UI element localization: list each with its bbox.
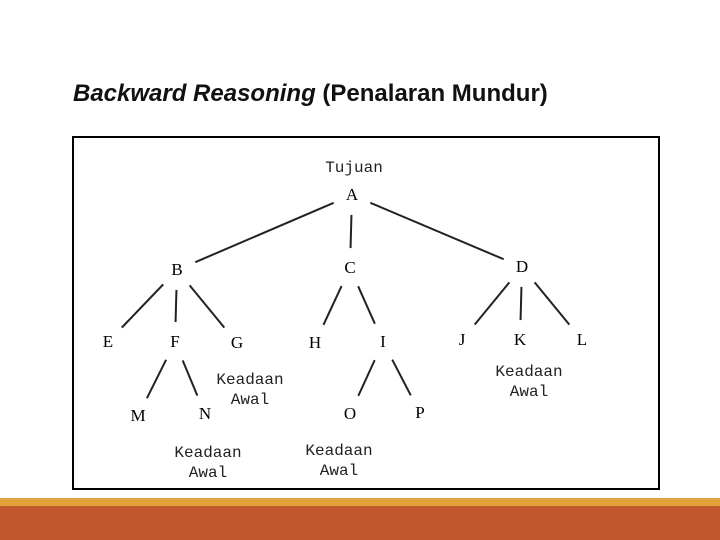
- footer-bar: [0, 506, 720, 540]
- label-initial-g: Keadaan Awal: [216, 371, 284, 409]
- label-initial-o: Keadaan Awal: [305, 442, 373, 480]
- label-initial-k: Keadaan Awal: [495, 363, 563, 401]
- node-c: C: [330, 248, 370, 288]
- label-goal: Tujuan: [325, 159, 383, 177]
- edge-d-l: [532, 280, 572, 327]
- footer-accent-bar: [0, 498, 720, 506]
- edge-b-g: [187, 283, 227, 330]
- edge-f-n: [181, 358, 199, 398]
- title-italic: Backward Reasoning: [73, 80, 316, 107]
- node-e: E: [88, 322, 128, 362]
- node-a: A: [332, 175, 372, 215]
- node-o: O: [330, 394, 370, 434]
- node-i: I: [363, 322, 403, 362]
- label-initial-n: Keadaan Awal: [174, 444, 242, 482]
- node-f: F: [155, 322, 195, 362]
- edge-f-m: [145, 357, 168, 401]
- edge-b-e: [119, 282, 166, 330]
- edge-a-d: [368, 201, 506, 261]
- edge-a-b: [193, 201, 336, 264]
- edge-i-p: [390, 357, 413, 398]
- edge-d-j: [472, 280, 512, 327]
- title-rest: (Penalaran Mundur): [315, 80, 548, 107]
- edge-i-o: [356, 357, 377, 399]
- node-g: G: [217, 323, 257, 363]
- slide-title: Backward Reasoning (Penalaran Mundur): [73, 80, 548, 108]
- edge-c-h: [321, 283, 344, 328]
- node-j: J: [442, 320, 482, 360]
- node-l: L: [562, 320, 602, 360]
- node-k: K: [500, 320, 540, 360]
- node-m: M: [118, 396, 158, 436]
- node-p: P: [400, 393, 440, 433]
- edge-c-i: [356, 284, 377, 326]
- edge-d-k: [519, 284, 523, 323]
- node-d: D: [502, 247, 542, 287]
- node-h: H: [295, 323, 335, 363]
- edge-b-f: [174, 287, 178, 325]
- edge-a-c: [349, 212, 353, 251]
- node-n: N: [185, 394, 225, 434]
- node-b: B: [157, 250, 197, 290]
- diagram-frame: [72, 136, 660, 490]
